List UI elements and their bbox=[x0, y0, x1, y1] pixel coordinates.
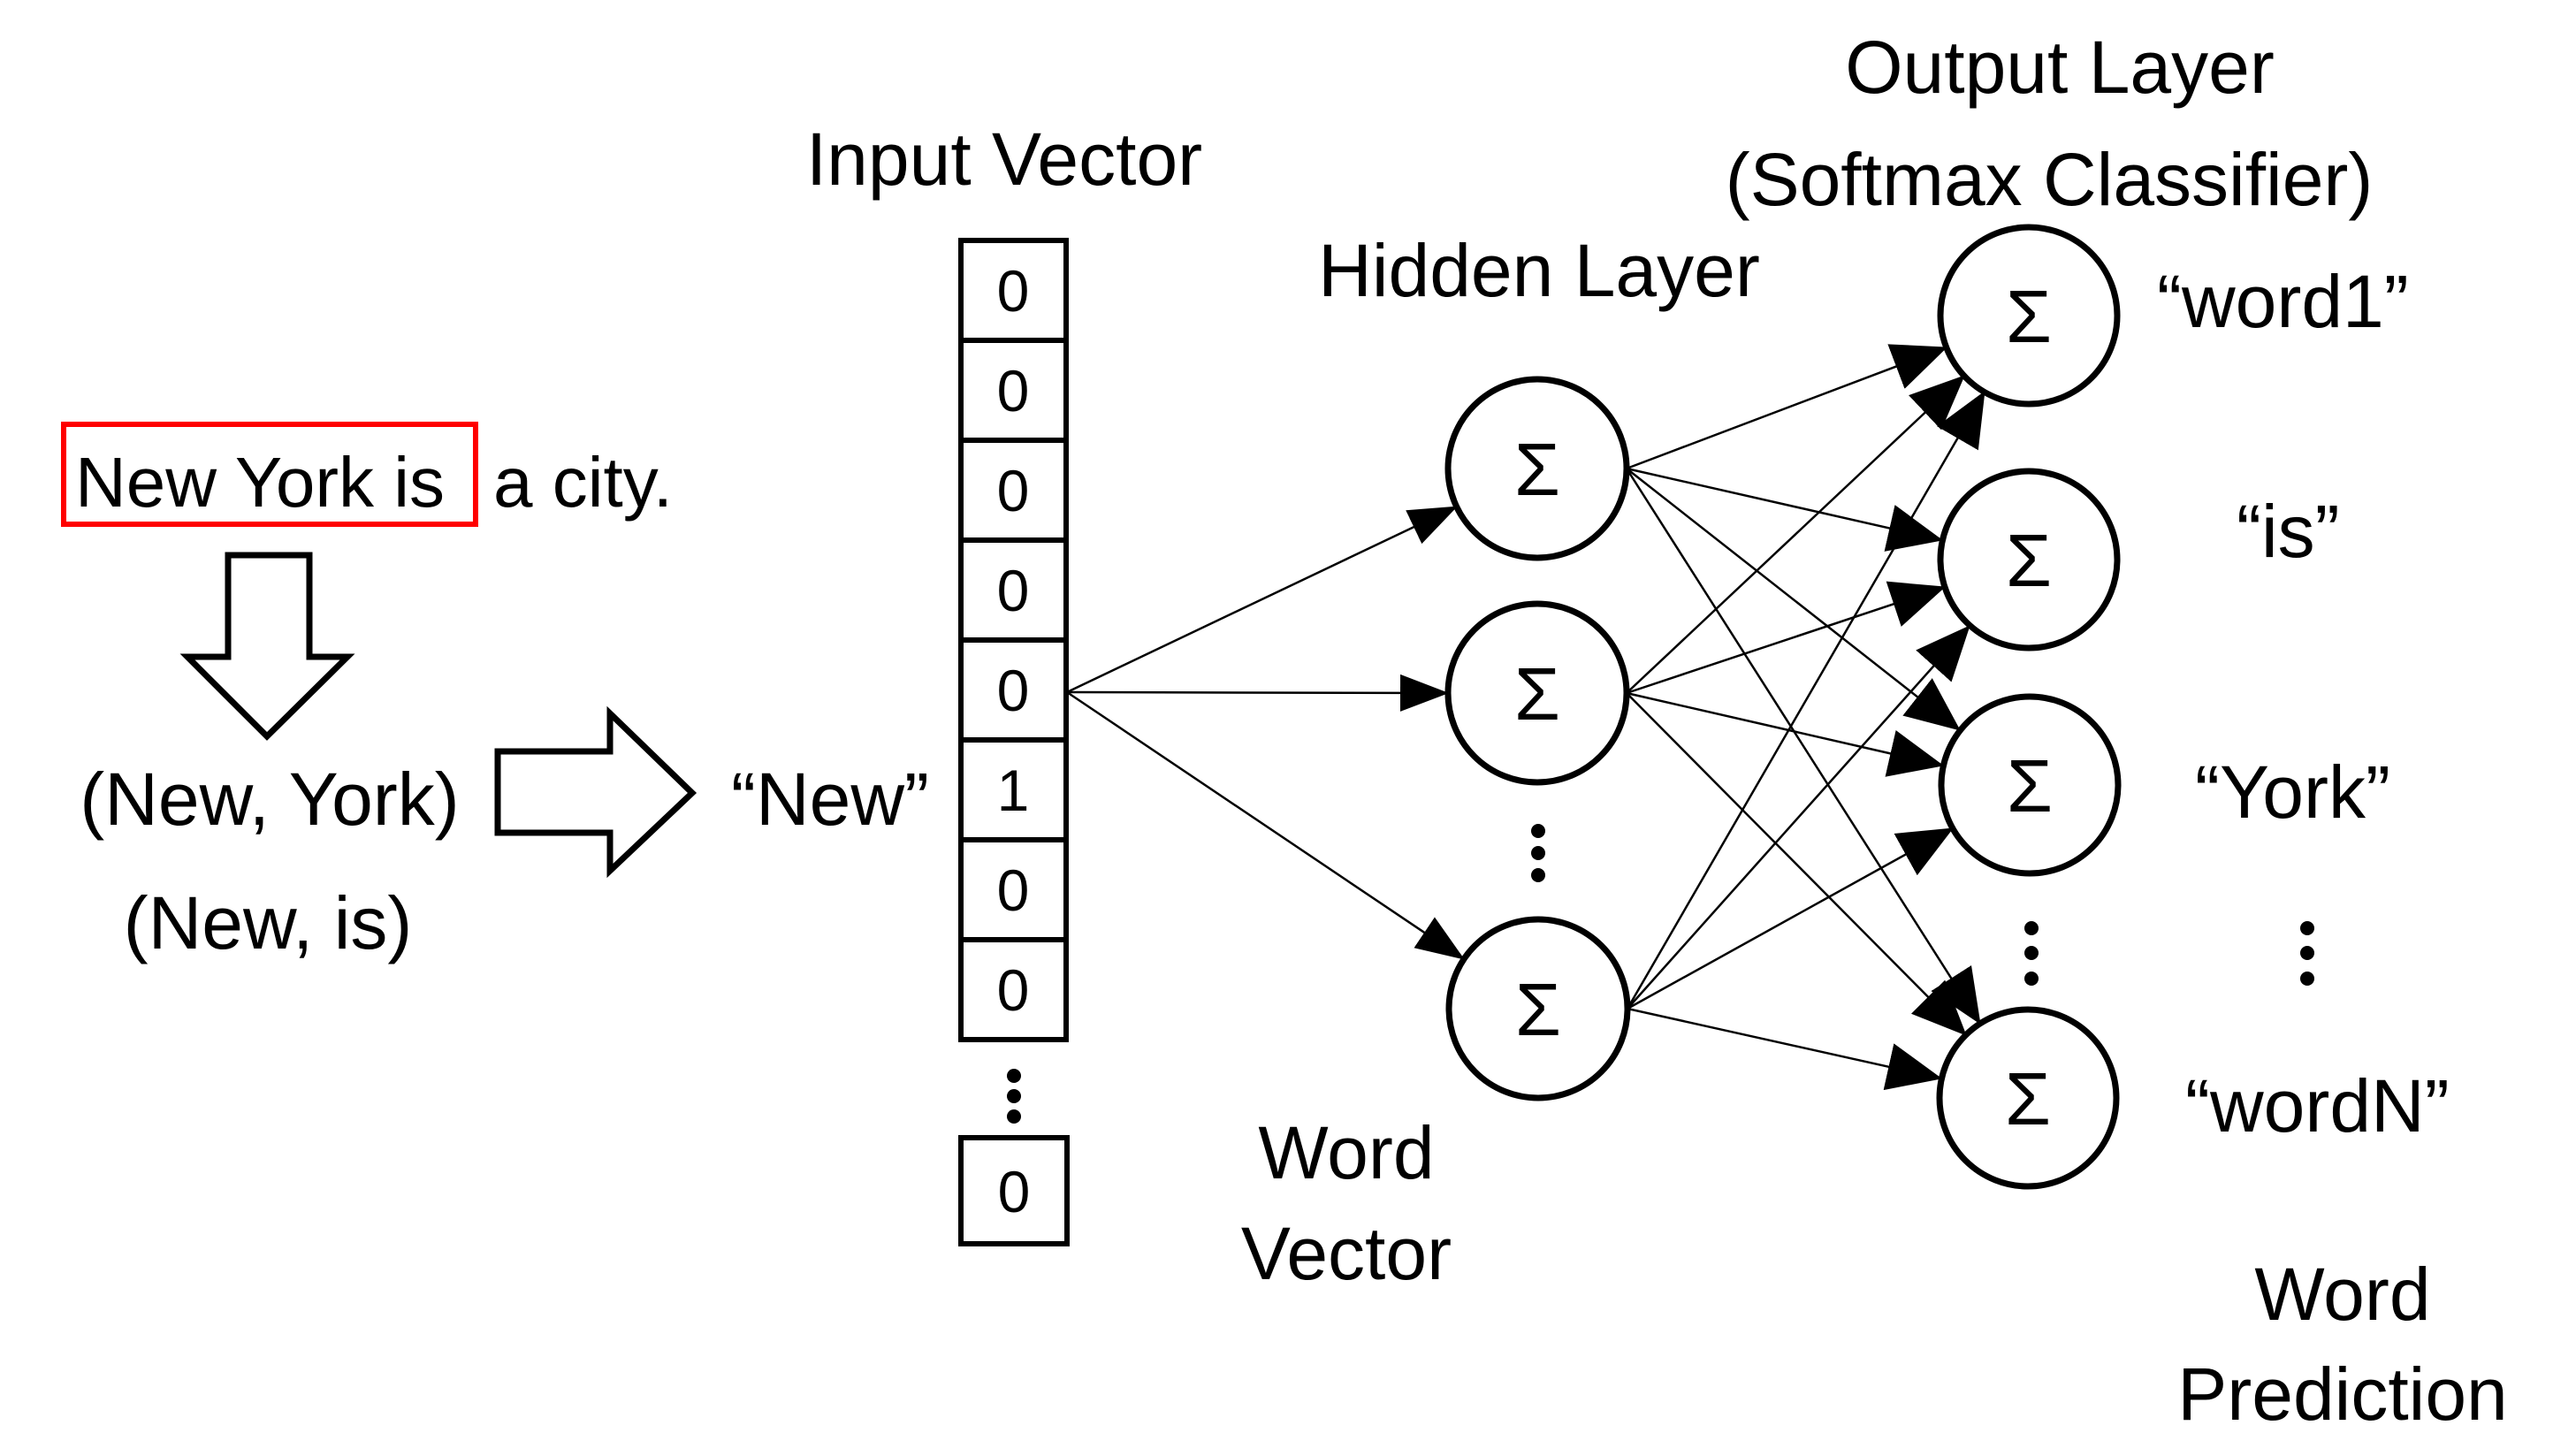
vector-cell bbox=[958, 1135, 1070, 1246]
vector-vertical-ellipsis bbox=[1007, 1069, 1021, 1124]
sigma-symbol: Σ bbox=[2006, 275, 2052, 358]
vector-cell-value: 0 bbox=[997, 358, 1030, 423]
hidden-neuron-1: Σ bbox=[1444, 376, 1630, 561]
hidden-neuron-2: Σ bbox=[1444, 600, 1630, 786]
input-vector-column: 0 0 0 0 0 1 0 0 bbox=[958, 238, 1069, 1042]
connection-line bbox=[1066, 674, 1449, 712]
sigma-symbol: Σ bbox=[2007, 744, 2053, 827]
word-prediction-label-line2: Prediction bbox=[2177, 1353, 2508, 1436]
sigma-symbol: Σ bbox=[1514, 428, 1560, 511]
vector-cell-value: 0 bbox=[997, 957, 1030, 1023]
connection-line bbox=[1627, 1007, 1942, 1091]
down-block-arrow-icon bbox=[179, 552, 355, 741]
word-vector-label-line2: Vector bbox=[1241, 1212, 1452, 1295]
output-label-wordn: “wordN” bbox=[2185, 1064, 2450, 1147]
connection-line bbox=[1626, 375, 1965, 694]
right-block-arrow-icon bbox=[494, 705, 697, 879]
sentence-rest-text: a city. bbox=[493, 443, 673, 522]
connection-line bbox=[1626, 692, 1967, 1036]
connection-line bbox=[1627, 625, 1970, 1010]
output-circles-vertical-ellipsis bbox=[2024, 921, 2039, 986]
connection-line bbox=[1626, 468, 1961, 731]
output-neuron-1: Σ bbox=[1937, 224, 2121, 408]
connection-line bbox=[1625, 468, 1982, 1025]
connection-line bbox=[1626, 581, 1946, 695]
vector-cell-value: 0 bbox=[998, 1159, 1031, 1224]
vector-last-cell: 0 bbox=[958, 1135, 1070, 1246]
vector-cell bbox=[958, 937, 1069, 1042]
connection-line bbox=[1066, 690, 1465, 961]
hidden-to-output-connections bbox=[1625, 344, 1986, 1091]
connection-line bbox=[1626, 391, 1986, 1010]
input-vector-title: Input Vector bbox=[806, 118, 1202, 201]
output-label-is: “is” bbox=[2237, 490, 2340, 573]
connection-line bbox=[1627, 827, 1954, 1010]
output-label-word1: “word1” bbox=[2157, 260, 2409, 343]
training-pair-1: (New, York) bbox=[80, 758, 460, 841]
input-to-hidden-connections bbox=[1066, 505, 1465, 961]
hidden-vertical-ellipsis bbox=[1531, 824, 1545, 882]
sigma-symbol: Σ bbox=[1514, 652, 1560, 735]
output-label-york: “York” bbox=[2195, 751, 2390, 834]
output-layer-title-line1: Output Layer bbox=[1845, 26, 2275, 109]
output-neuron-4: Σ bbox=[1936, 1006, 2120, 1190]
sigma-symbol: Σ bbox=[2005, 1057, 2051, 1140]
input-word-label: “New” bbox=[731, 758, 929, 841]
output-labels-vertical-ellipsis bbox=[2300, 921, 2314, 986]
output-neuron-3: Σ bbox=[1938, 693, 2122, 877]
sigma-symbol: Σ bbox=[2006, 519, 2052, 602]
word-vector-label-line1: Word bbox=[1258, 1111, 1434, 1194]
connection-line bbox=[1626, 691, 1944, 777]
vector-cell-value: 0 bbox=[997, 857, 1030, 923]
vector-cell bbox=[958, 537, 1069, 643]
hidden-neuron-3: Σ bbox=[1445, 916, 1631, 1101]
vector-cell bbox=[958, 837, 1069, 942]
vector-cell bbox=[958, 737, 1069, 842]
output-layer-title-line2: (Softmax Classifier) bbox=[1726, 138, 2374, 221]
context-window-box bbox=[61, 422, 478, 527]
word-prediction-label-line1: Word bbox=[2254, 1253, 2430, 1336]
sigma-symbol: Σ bbox=[1515, 968, 1561, 1051]
connection-line bbox=[1626, 344, 1947, 470]
vector-cell-value: 0 bbox=[997, 558, 1030, 623]
connection-line bbox=[1626, 467, 1943, 552]
connection-line bbox=[1066, 505, 1458, 694]
sentence-boxed-text: New York is bbox=[75, 443, 445, 522]
output-neuron-2: Σ bbox=[1937, 468, 2121, 652]
hidden-layer-title: Hidden Layer bbox=[1318, 229, 1760, 312]
vector-cell-value: 1 bbox=[997, 758, 1030, 823]
vector-cell-value: 0 bbox=[997, 658, 1030, 723]
vector-cell bbox=[958, 438, 1069, 543]
vector-cell-value: 0 bbox=[997, 458, 1030, 523]
training-pair-2: (New, is) bbox=[124, 881, 413, 964]
vector-cell-value: 0 bbox=[997, 258, 1030, 324]
